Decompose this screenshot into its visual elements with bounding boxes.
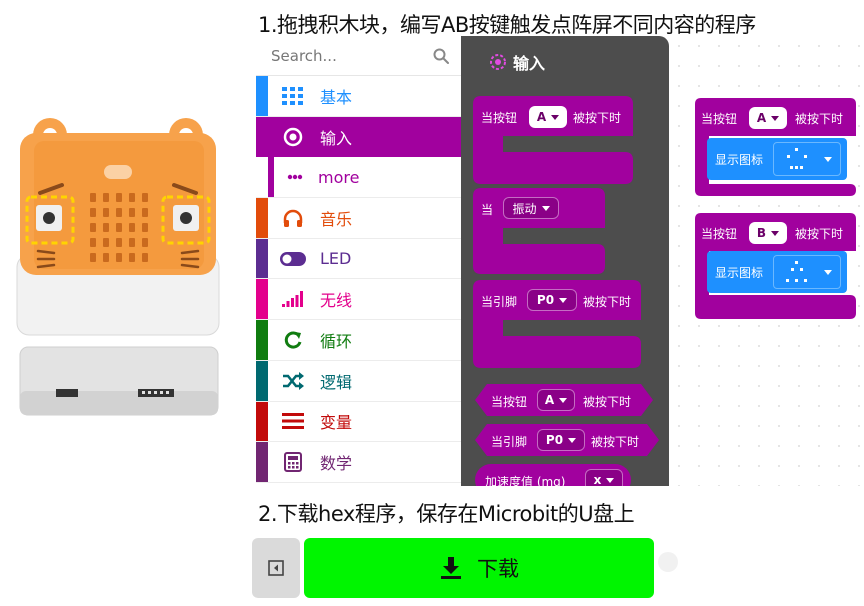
category-basic[interactable]: 基本 (256, 76, 461, 117)
loop-icon (276, 330, 310, 350)
block-on-button-pressed[interactable]: 当按钮 A 被按下时 (473, 96, 633, 186)
button-a-highlight (25, 195, 75, 245)
signal-icon (276, 291, 310, 308)
toolbox: 基本 输入 more 音乐 LED 无线 (256, 36, 461, 486)
toggle-icon (276, 251, 310, 266)
button-dropdown[interactable]: A (537, 389, 575, 411)
category-variables[interactable]: 变量 (256, 401, 461, 443)
block-pin-is-pressed[interactable]: 当引脚 P0 被按下时 (475, 424, 659, 456)
grid-icon (276, 86, 310, 105)
category-led[interactable]: LED (256, 238, 461, 280)
gesture-dropdown[interactable]: 振动 (503, 197, 559, 219)
small-diamond-icon (786, 261, 807, 282)
category-music[interactable]: 音乐 (256, 198, 461, 239)
instruction-step2: 2.下载hex程序，保存在Microbit的U盘上 (258, 502, 635, 526)
collapse-icon (268, 560, 284, 576)
button-dropdown[interactable]: A (749, 107, 787, 129)
flyout-header: 输入 (489, 50, 545, 74)
shuffle-icon (276, 371, 310, 390)
icon-dropdown[interactable] (773, 142, 841, 176)
small-diamond-icon (787, 148, 807, 169)
category-logic[interactable]: 逻辑 (256, 360, 461, 402)
microbit-device-image (16, 118, 220, 416)
category-loops[interactable]: 循环 (256, 320, 461, 361)
search-icon[interactable] (433, 48, 449, 64)
code-workspace[interactable]: 当按钮 A 被按下时 显示图标 当按钮 B 被按下时 显示图标 (669, 36, 864, 486)
headphones-icon (276, 209, 310, 227)
block-show-icon[interactable]: 显示图标 (707, 138, 847, 180)
button-b-highlight (161, 195, 211, 245)
icon-dropdown[interactable] (773, 255, 841, 289)
workspace-block-button-a[interactable]: 当按钮 A 被按下时 显示图标 (695, 98, 856, 196)
block-show-icon[interactable]: 显示图标 (707, 251, 847, 293)
pin-dropdown[interactable]: P0 (537, 429, 585, 451)
target-icon (276, 127, 310, 147)
list-icon (276, 413, 310, 430)
category-input[interactable]: 输入 (256, 116, 461, 158)
block-button-is-pressed[interactable]: 当按钮 A 被按下时 (475, 384, 653, 416)
instruction-step1: 1.拖拽积木块，编写AB按键触发点阵屏不同内容的程序 (258, 13, 756, 37)
search-input[interactable] (271, 46, 421, 65)
download-button[interactable]: 下载 (304, 538, 654, 598)
axis-dropdown[interactable]: x (585, 469, 623, 486)
category-input-more[interactable]: more (256, 157, 461, 199)
workspace-block-button-b[interactable]: 当按钮 B 被按下时 显示图标 (695, 213, 856, 319)
button-dropdown[interactable]: B (749, 222, 787, 244)
block-on-gesture[interactable]: 当 振动 (473, 188, 605, 274)
faded-circle-decoration (658, 552, 678, 572)
search-bar (256, 36, 461, 76)
block-flyout: 输入 当按钮 A 被按下时 当 振动 当引脚 P0 被按下时 当按钮 A 被按下… (461, 36, 669, 486)
block-on-pin-pressed[interactable]: 当引脚 P0 被按下时 (473, 280, 641, 368)
target-icon (490, 54, 506, 70)
block-acceleration[interactable]: 加速度值 (mg) x (475, 464, 631, 486)
button-dropdown[interactable]: A (529, 106, 567, 128)
download-icon (441, 557, 461, 579)
category-radio[interactable]: 无线 (256, 279, 461, 321)
calculator-icon (276, 452, 310, 473)
collapse-sidebar-button[interactable] (252, 538, 300, 598)
dots-icon (278, 174, 312, 180)
pin-dropdown[interactable]: P0 (527, 289, 577, 311)
category-math[interactable]: 数学 (256, 442, 461, 483)
